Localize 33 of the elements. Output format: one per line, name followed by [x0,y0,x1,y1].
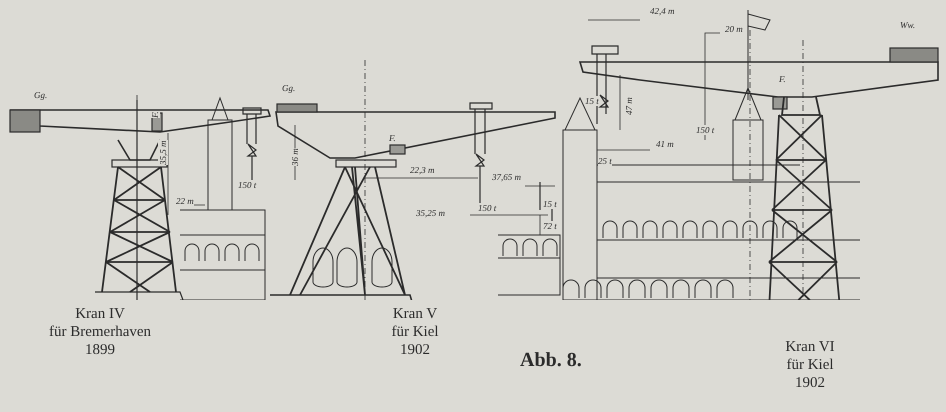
crane-name: Kran IV [75,305,125,323]
crane-name: Kran VI [785,338,835,356]
part-label: F. [389,133,396,143]
dimension-label: 22 m [176,196,194,206]
crane-caption: für Kiel [391,323,439,341]
part-label: F. [779,74,786,84]
year-label: 1902 [795,374,825,392]
year-label: 1899 [85,341,115,359]
crane-caption: für Kiel [786,356,834,374]
dimension-label: 35,5 m [158,140,168,165]
load-label: 72 t [543,221,557,231]
crane-name: Kran V [392,305,438,323]
load-label: 150 t [238,180,256,190]
figure-caption: Abb. 8. [520,348,582,373]
load-label: 15 t [543,199,557,209]
part-label: Gg. [34,90,48,100]
load-label: 150 t [696,125,714,135]
crane-caption: für Bremerhaven [48,323,152,341]
dimension-label: 36 m [290,148,300,166]
part-label: Gg. [282,83,296,93]
load-label: 15 t [585,96,599,106]
dimension-label: 41 m [656,139,674,149]
load-label: 150 t [478,203,496,213]
dimension-label: 42,4 m [650,6,674,16]
dimension-label: 22,3 m [410,165,434,175]
dimension-label: 37,65 m [492,172,521,182]
part-label: Ww. [900,20,916,30]
dimension-label: 47 m [624,97,634,115]
year-label: 1902 [400,341,430,359]
load-label: 25 t [598,156,612,166]
dimension-label: 35,25 m [416,208,445,218]
part-label: F. [150,111,160,118]
dimension-label: 20 m [725,24,743,34]
